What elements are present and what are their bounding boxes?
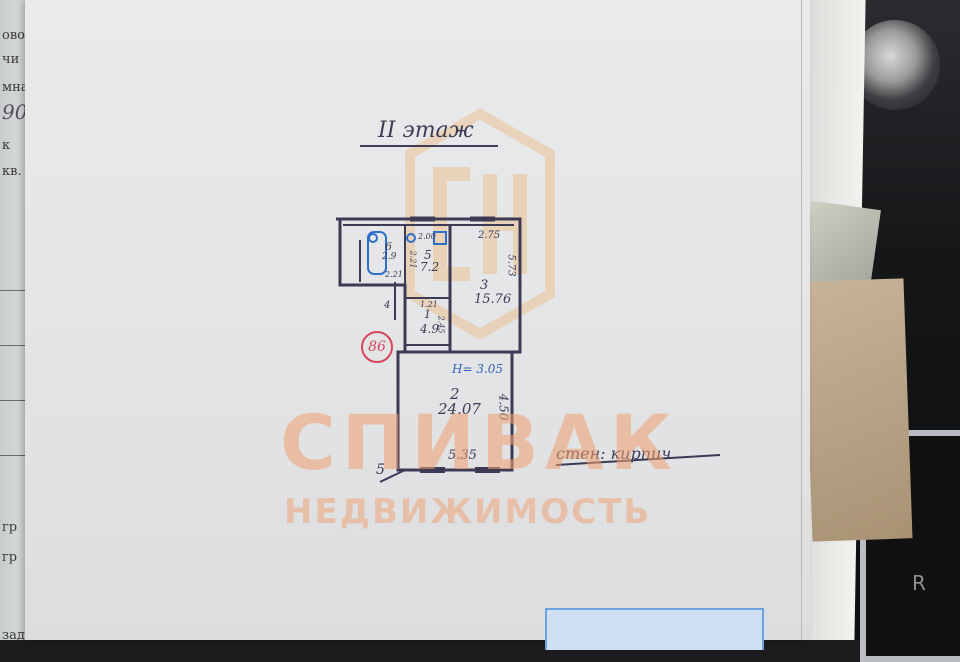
room-3-area: 15.76 bbox=[474, 292, 512, 307]
back-text-5: к bbox=[2, 138, 11, 153]
gear-label-r: R bbox=[912, 571, 926, 595]
back-text-2: чи bbox=[2, 52, 20, 67]
floor-title-underline bbox=[360, 145, 498, 147]
back-text-6: кв. bbox=[2, 164, 22, 179]
back-rule-2 bbox=[0, 345, 40, 346]
watermark-brand: СПИВАК bbox=[280, 398, 678, 487]
room-5-number: 5 bbox=[424, 248, 432, 262]
back-text-1: ово bbox=[2, 28, 25, 43]
dimension-room5-top: 2.00 bbox=[418, 232, 436, 241]
back-text-4: 90 bbox=[2, 100, 28, 124]
back-text-8: гр bbox=[2, 550, 18, 565]
room-4-number: 4 bbox=[384, 300, 391, 311]
watermark-subtitle: НЕДВИЖИМОСТЬ bbox=[284, 492, 652, 532]
room-5-area: 7.2 bbox=[420, 260, 440, 274]
sheet-border-line bbox=[801, 0, 802, 640]
wall-material-note: стен: кирпич bbox=[556, 444, 672, 463]
room-1-number: 1 bbox=[424, 308, 431, 321]
room-1-area: 4.9 bbox=[420, 322, 440, 336]
back-rule-1 bbox=[0, 290, 40, 291]
plan-number-stamp: 86 bbox=[361, 331, 393, 363]
corner-mark: 5 bbox=[376, 462, 385, 478]
ceiling-height-note: Н= 3.05 bbox=[452, 362, 504, 376]
room-3-number: 3 bbox=[480, 278, 489, 293]
blue-stamp bbox=[545, 608, 764, 650]
dimension-room4: 2.21 bbox=[385, 270, 403, 279]
dimension-right-upper: 5.73 bbox=[505, 254, 517, 277]
dimension-room5-side: 2.21 bbox=[408, 250, 418, 269]
room-2-number: 2 bbox=[450, 385, 460, 403]
room-6-area: 2.9 bbox=[382, 252, 397, 262]
back-text-3: мна bbox=[2, 80, 29, 95]
back-rule-4 bbox=[0, 455, 40, 456]
floor-title: II этаж bbox=[378, 118, 474, 143]
envelope bbox=[803, 278, 913, 542]
overall-width: 5.35 bbox=[448, 448, 477, 463]
dimension-top-right: 2.75 bbox=[478, 230, 501, 241]
back-text-7: гр bbox=[2, 520, 18, 535]
room-2-area: 24.07 bbox=[438, 400, 481, 418]
room-6-number: 6 bbox=[385, 240, 392, 253]
back-rule-3 bbox=[0, 400, 40, 401]
dimension-room1-top: 1.21 bbox=[420, 300, 438, 309]
dimension-room1-side: 2.45 bbox=[436, 315, 446, 334]
dashboard-knob bbox=[850, 20, 940, 110]
